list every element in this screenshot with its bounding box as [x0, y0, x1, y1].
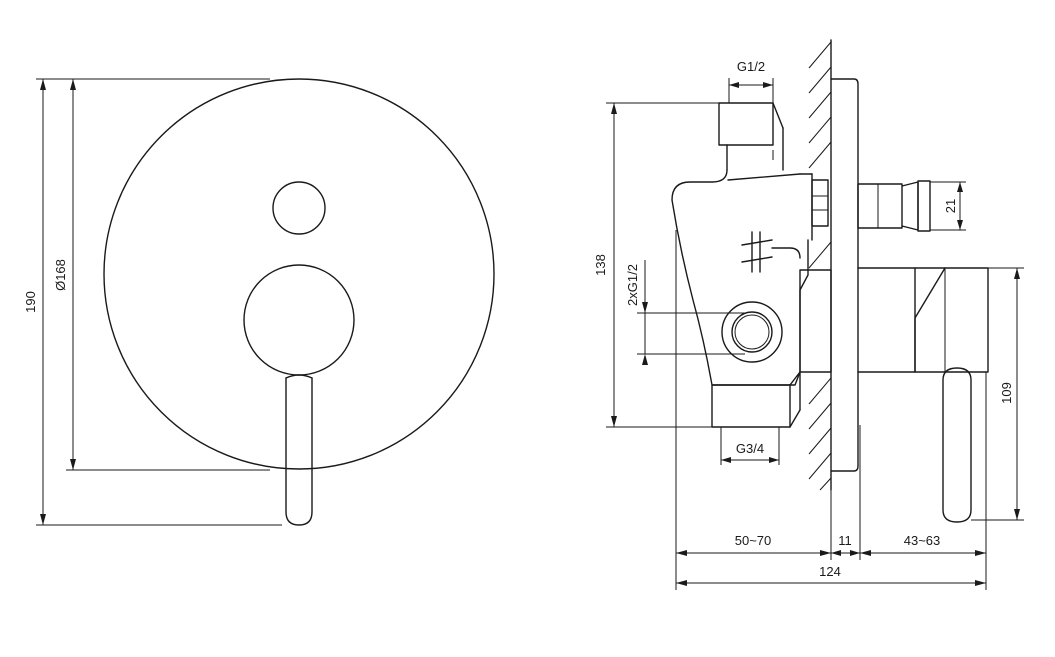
dimension-190: 190 [23, 78, 282, 526]
dimension-g12-top: G1/2 [728, 59, 774, 103]
handle-hub [243, 264, 355, 376]
dim-124-label: 124 [819, 564, 841, 579]
dimension-21: 21 [930, 181, 966, 231]
diverter-spindle [857, 180, 931, 232]
dimension-138: 138 [593, 102, 719, 428]
dim-21-label: 21 [943, 199, 958, 213]
valve-body [671, 102, 832, 428]
dimension-g34-bottom: G3/4 [720, 427, 780, 465]
dimension-diameter-168: Ø168 [53, 79, 270, 471]
dim-50-70-label: 50~70 [735, 533, 772, 548]
dim-g34-label: G3/4 [736, 441, 764, 456]
side-view: G1/2 2xG1/2 G3/4 138 [593, 39, 1024, 590]
dim-43-63-label: 43~63 [904, 533, 941, 548]
dimension-2xg12: 2xG1/2 [625, 260, 745, 365]
side-inlet [721, 301, 783, 363]
dim-168-label: Ø168 [53, 259, 68, 291]
dim-190-label: 190 [23, 291, 38, 313]
dimension-109: 109 [971, 267, 1024, 521]
lever-handle [285, 377, 313, 526]
cover-plate-profile [830, 78, 859, 472]
dim-2xg12-label: 2xG1/2 [625, 264, 640, 306]
dim-g12-top-label: G1/2 [737, 59, 765, 74]
diverter-knob [272, 181, 326, 235]
handle-side-profile [857, 267, 989, 523]
dim-109-label: 109 [999, 382, 1014, 404]
wall-hatch [808, 39, 832, 491]
front-view: 190 Ø168 [23, 78, 495, 526]
dimension-depths: 50~70 11 43~63 124 [675, 230, 987, 590]
dim-11-label: 11 [838, 533, 852, 548]
lever-side [942, 367, 972, 523]
dim-138-label: 138 [593, 254, 608, 276]
cover-plate [103, 78, 495, 470]
